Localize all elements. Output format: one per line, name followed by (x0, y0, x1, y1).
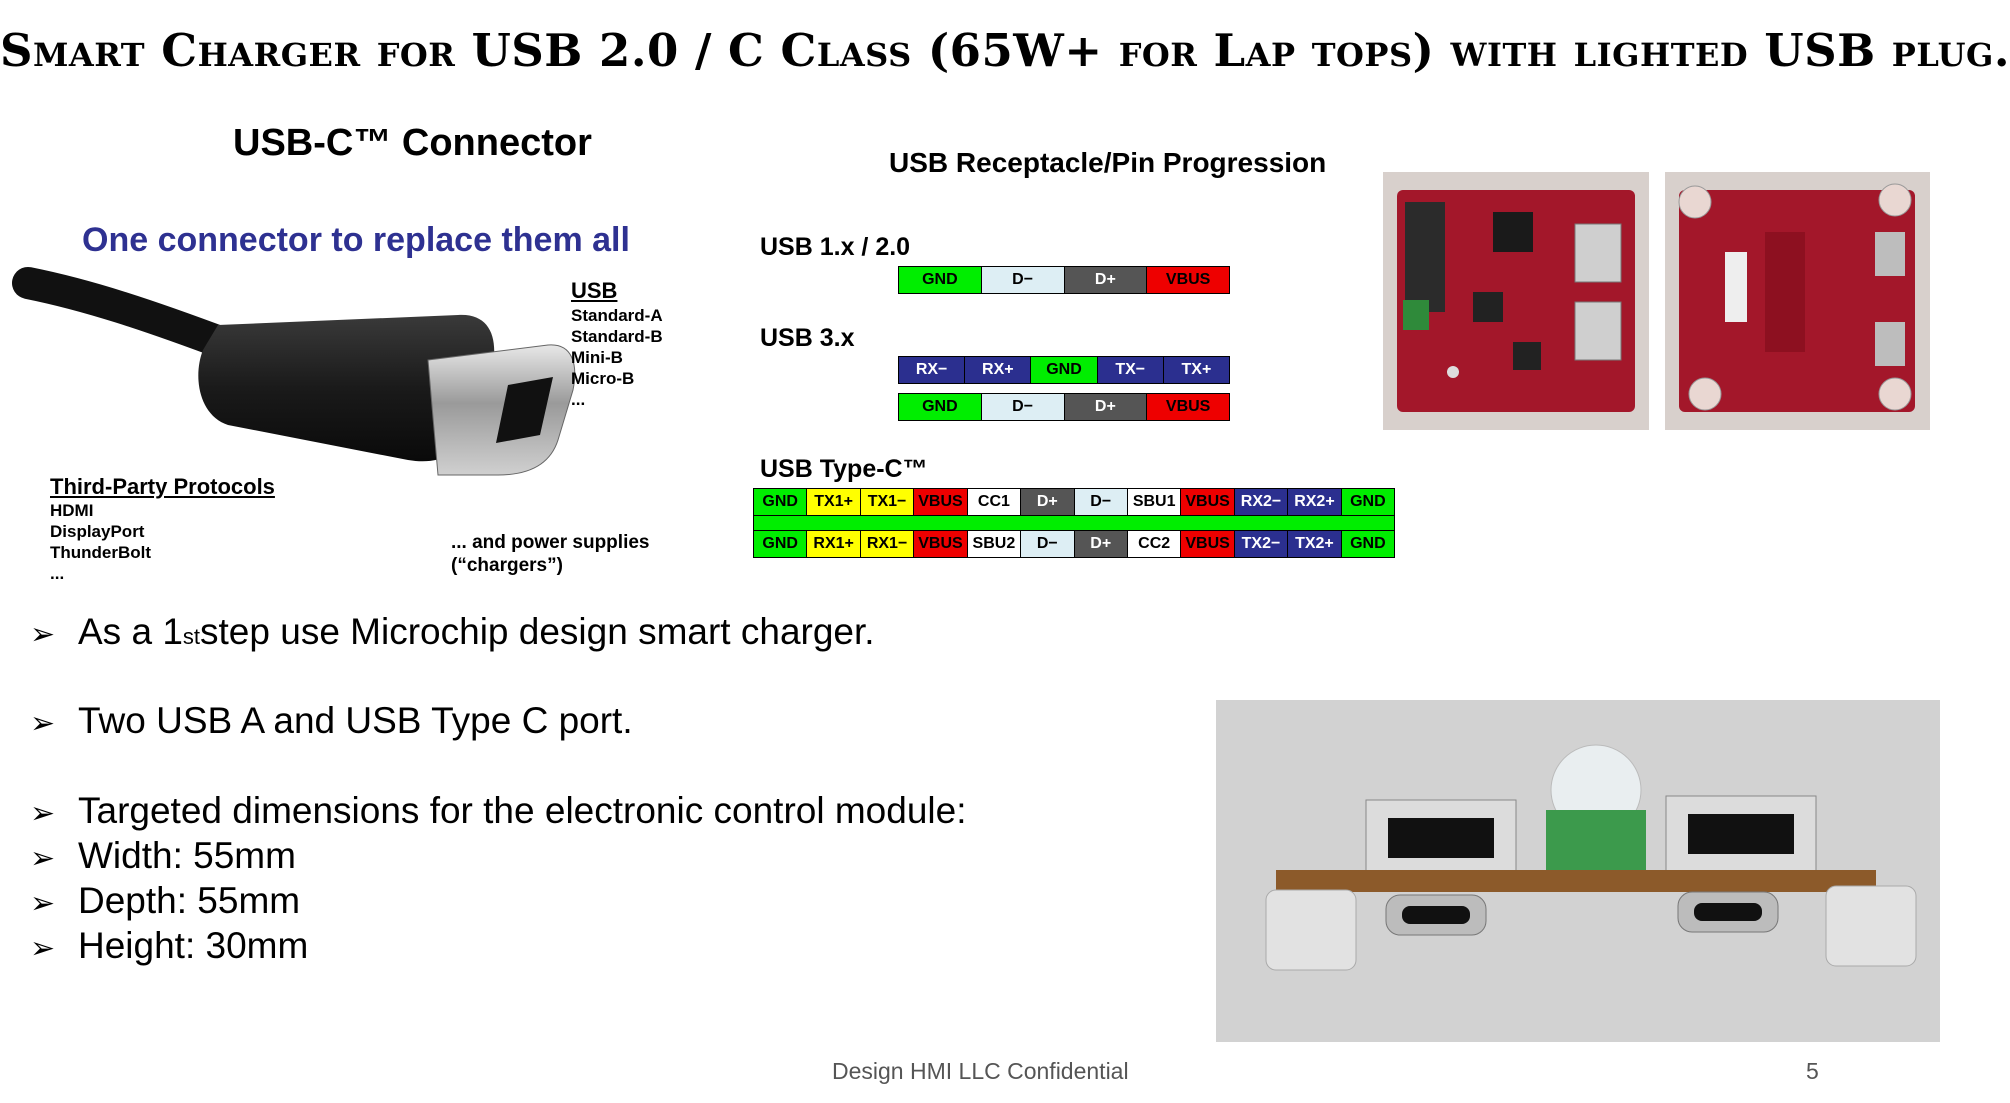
usb-list-item: Standard-A (571, 306, 663, 325)
pin-cell: VBUS (1181, 531, 1235, 557)
bullet-3: ➢ Targeted dimensions for the electronic… (30, 790, 966, 832)
usbc-heading: USB-C™ Connector (233, 122, 592, 164)
charger-side-photo (1216, 700, 1940, 1042)
pin-cell: GND (899, 394, 982, 420)
pin-cell: TX− (1097, 357, 1164, 383)
pcb-top-image (1397, 190, 1635, 412)
third-party-list: HDMI DisplayPort ThunderBolt ... (50, 500, 151, 584)
pin-cell: D− (1074, 489, 1128, 515)
pin-cell: RX1− (860, 531, 915, 557)
usb-list-title: USB (571, 278, 618, 303)
third-party-item: DisplayPort (50, 522, 145, 541)
pin-cell: D− (1021, 531, 1075, 557)
usbc-cable-image (12, 267, 576, 476)
slide-title: Smart Charger for USB 2.0 / C Class (65W… (0, 24, 2010, 77)
typec-label: USB Type-C™ (760, 455, 928, 483)
bullet-5: ➢ Depth: 55mm (30, 880, 300, 922)
usb-list: Standard-A Standard-B Mini-B Micro-B ... (571, 305, 663, 410)
pin-cell: SBU1 (1127, 489, 1182, 515)
pin-cell: CC2 (1127, 531, 1182, 557)
pin-cell: TX1+ (807, 489, 861, 515)
bullet-1-sup: st (182, 624, 201, 649)
bullet-3-text: Targeted dimensions for the electronic c… (78, 790, 967, 831)
pin-progression-heading: USB Receptacle/Pin Progression (889, 147, 1327, 178)
pin-cell: D− (981, 394, 1065, 420)
pin-cell: GND (1031, 357, 1098, 383)
pin-cell: D+ (1064, 267, 1148, 293)
pin-cell: TX+ (1163, 357, 1230, 383)
pin-cell: D+ (1074, 531, 1128, 557)
pin-cell: D+ (1064, 394, 1148, 420)
usb-list-item: ... (571, 390, 586, 409)
arrow-bullet-icon: ➢ (30, 618, 56, 651)
arrow-bullet-icon: ➢ (30, 707, 56, 740)
footer-confidential: Design HMI LLC Confidential (832, 1058, 1129, 1084)
pcb-top-photo (1383, 172, 1649, 430)
usb-list-item: Micro-B (571, 369, 635, 388)
arrow-bullet-icon: ➢ (30, 887, 56, 920)
pin-cell: SBU2 (967, 531, 1022, 557)
bullet-5-text: Depth: 55mm (78, 880, 301, 921)
pin-cell: VBUS (1147, 394, 1229, 420)
pin-cell: RX+ (965, 357, 1032, 383)
usb2-label: USB 1.x / 2.0 (760, 233, 911, 261)
bullet-4-text: Width: 55mm (78, 835, 296, 876)
pin-cell: D+ (1021, 489, 1075, 515)
arrow-bullet-icon: ➢ (30, 932, 56, 965)
pin-cell: D− (981, 267, 1065, 293)
pin-cell: GND (754, 489, 808, 515)
pin-cell: VBUS (1147, 267, 1229, 293)
pin-cell: VBUS (914, 489, 968, 515)
pin-cell: TX2− (1234, 531, 1289, 557)
pin-cell: CC1 (967, 489, 1022, 515)
power-line-1: ... and power supplies (451, 532, 650, 553)
bullet-1-pre: As a 1 (78, 611, 183, 652)
power-line-2: (“chargers”) (451, 555, 563, 576)
pin-cell: GND (899, 267, 982, 293)
pin-cell: GND (1341, 489, 1395, 515)
bullet-1-post: step use Microchip design smart charger. (200, 611, 875, 652)
third-party-item: ... (50, 564, 65, 583)
third-party-item: ThunderBolt (50, 543, 152, 562)
pin-cell: VBUS (1181, 489, 1235, 515)
pcb-bottom-image (1678, 183, 1915, 412)
pcb-bottom-photo (1665, 172, 1930, 430)
bullet-2: ➢ Two USB A and USB Type C port. (30, 700, 633, 742)
usb-list-item: Mini-B (571, 348, 623, 367)
bullet-4: ➢ Width: 55mm (30, 835, 296, 877)
third-party-title: Third-Party Protocols (50, 474, 275, 499)
arrow-bullet-icon: ➢ (30, 842, 56, 875)
pin-cell: RX2− (1234, 489, 1289, 515)
bullet-6-text: Height: 30mm (78, 925, 309, 966)
pin-cell: TX1− (860, 489, 915, 515)
pin-cell: RX2+ (1288, 489, 1342, 515)
pin-cell: GND (1341, 531, 1395, 557)
usbc-subheading: One connector to replace them all (82, 221, 630, 259)
arrow-bullet-icon: ➢ (30, 797, 56, 830)
third-party-item: HDMI (50, 501, 94, 520)
bullet-6: ➢ Height: 30mm (30, 925, 308, 967)
bullet-2-text: Two USB A and USB Type C port. (78, 700, 633, 741)
pin-cell: GND (754, 531, 808, 557)
pin-cell: RX− (899, 357, 966, 383)
page-number: 5 (1806, 1058, 1819, 1084)
pin-cell: RX1+ (807, 531, 861, 557)
charger-side-image (1216, 700, 1940, 1042)
pin-cell: VBUS (914, 531, 968, 557)
usb-list-item: Standard-B (571, 327, 663, 346)
power-supplies-note: ... and power supplies (“chargers”) (451, 531, 649, 577)
pin-cell: TX2+ (1288, 531, 1342, 557)
usb3-label: USB 3.x (760, 324, 855, 352)
